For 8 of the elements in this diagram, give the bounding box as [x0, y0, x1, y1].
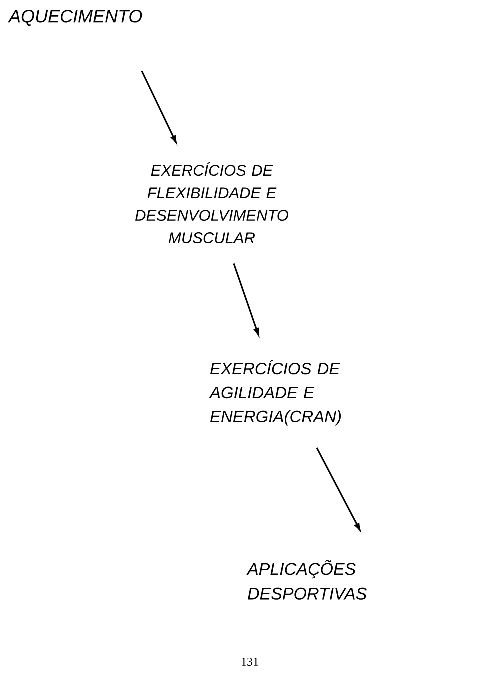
arrow [233, 263, 260, 336]
page-number: 131 [242, 658, 258, 666]
step-text: EXERCÍCIOS DE FLEXIBILIDADE E DESENVOLVIMENTO MUSCULAR [136, 162, 288, 244]
step-text: EXERCÍCIOS DE AGILIDADE E ENERGIA(CRAN) [209, 360, 342, 426]
step-text: APLICAÇÕES DESPORTIVAS [246, 560, 367, 600]
arrow [141, 70, 177, 144]
arrow [316, 448, 361, 531]
step-text: AQUECIMENTO [8, 10, 142, 26]
